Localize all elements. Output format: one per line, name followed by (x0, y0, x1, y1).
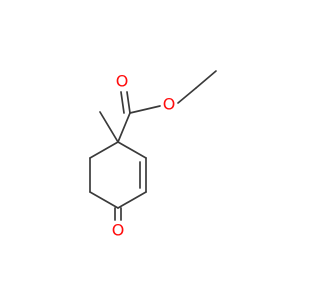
ester-group (117, 70, 217, 143)
bond-carbonyl-o-2 (120, 91, 125, 114)
bond-c6-c1 (89, 141, 119, 159)
bond-carbonyl-o-1 (126, 91, 131, 114)
ester-oxygen-label: O (163, 95, 176, 114)
bond-c4-c5 (89, 191, 119, 209)
bond-ethyl (195, 70, 217, 89)
carbonyl-oxygen-label: O (116, 72, 129, 91)
bond-c3-c4 (117, 191, 147, 209)
ketone-oxygen-label: O (112, 221, 125, 240)
bond-ester-o-ch2 (177, 87, 197, 104)
background (0, 0, 300, 300)
cyclohexene-ring (89, 141, 147, 209)
bond-methyl (99, 111, 119, 143)
bond-carbonyl-ester-o (129, 105, 161, 114)
bond-c1-carbonyl (117, 112, 131, 143)
molecule-diagram: O O O (0, 0, 300, 300)
ketone-group (114, 207, 122, 221)
bond-c1-c2 (117, 141, 147, 159)
